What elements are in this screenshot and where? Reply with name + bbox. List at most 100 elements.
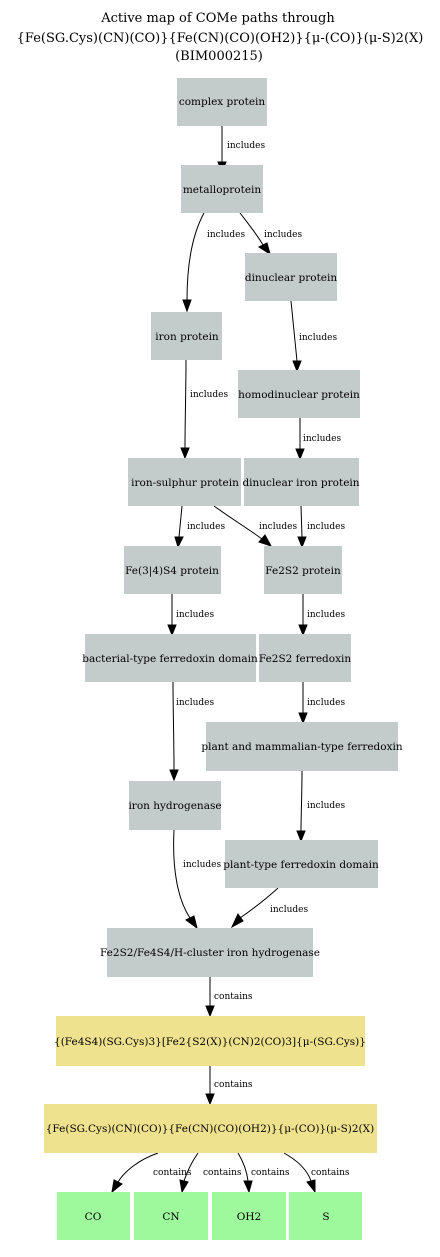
arrowhead [182, 299, 192, 313]
edge-label: contains [214, 1080, 253, 1090]
node-label: {(Fe4S4)(SG.Cys)3}[Fe2{S2(X)}(CN)2(CO)3]… [54, 1036, 366, 1048]
arrowhead [292, 360, 302, 373]
node-label: iron protein [155, 331, 219, 343]
edge-label: includes [270, 905, 308, 915]
edge-bacterial-to-ironhydrogenase [172, 681, 175, 771]
nodes: complex protein metalloprotein dinuclear… [44, 78, 403, 1240]
node-fe2s2-protein[interactable]: Fe2S2 protein [264, 546, 342, 594]
node-oh2[interactable]: OH2 [212, 1192, 286, 1240]
edge-plantmammalian-to-plantdomain [300, 770, 303, 832]
node-bacterial-ferredoxin-domain[interactable]: bacterial-type ferredoxin domain [82, 634, 258, 682]
node-cn[interactable]: CN [134, 1192, 208, 1240]
arrowhead [257, 242, 271, 256]
node-h-cluster[interactable]: {(Fe4S4)(SG.Cys)3}[Fe2{S2(X)}(CN)2(CO)3]… [54, 1016, 366, 1066]
edge-label: includes [183, 860, 221, 870]
arrowhead [306, 1179, 316, 1194]
node-dinuclear-protein[interactable]: dinuclear protein [245, 253, 338, 301]
node-box [151, 312, 222, 360]
edge-label: includes [299, 333, 337, 343]
node-box [181, 165, 263, 213]
arrowhead [297, 536, 307, 549]
arrowhead [296, 830, 306, 843]
node-label: plant-type ferredoxin domain [223, 859, 379, 871]
node-fe34s4-protein[interactable]: Fe(3|4)S4 protein [124, 546, 221, 594]
node-subcluster[interactable]: {Fe(SG.Cys)(CN)(CO)}{Fe(CN)(CO)(OH2)}{μ-… [44, 1104, 377, 1153]
edge-subcluster-to-co [117, 1152, 159, 1183]
node-box [245, 253, 337, 301]
edge-label: includes [307, 522, 345, 532]
node-iron-hydrogenase[interactable]: iron hydrogenase [128, 781, 222, 830]
node-label: bacterial-type ferredoxin domain [82, 653, 258, 665]
node-label: CO [85, 1211, 102, 1223]
node-label: Fe(3|4)S4 protein [125, 565, 219, 578]
node-iron-sulphur-protein[interactable]: iron-sulphur protein [128, 458, 241, 506]
edge-label: includes [307, 610, 345, 620]
arrowhead [298, 624, 308, 637]
node-box [129, 781, 221, 830]
node-label: Fe2S2 protein [265, 565, 341, 577]
edge-label: includes [307, 698, 345, 708]
node-box [238, 370, 360, 418]
node-plant-mammalian-ferredoxin[interactable]: plant and mammalian-type ferredoxin [201, 722, 403, 771]
node-box [107, 928, 313, 977]
node-dinuclear-iron-protein[interactable]: dinuclear iron protein [242, 458, 360, 506]
node-label: {Fe(SG.Cys)(CN)(CO)}{Fe(CN)(CO)(OH2)}{μ-… [46, 1123, 374, 1135]
title-line-2: {Fe(SG.Cys)(CN)(CO)}{Fe(CN)(CO)(OH2)}{μ-… [17, 31, 424, 46]
node-homodinuclear-protein[interactable]: homodinuclear protein [238, 370, 360, 418]
node-box [44, 1104, 377, 1153]
node-label: OH2 [237, 1211, 261, 1223]
edge-label: includes [307, 801, 345, 811]
node-fe2s2-ferredoxin[interactable]: Fe2S2 ferredoxin [259, 634, 351, 682]
node-box [289, 1192, 362, 1240]
edge-metallo-to-iron [186, 212, 205, 301]
node-iron-protein[interactable]: iron protein [151, 312, 222, 360]
node-label: plant and mammalian-type ferredoxin [201, 741, 403, 753]
node-label: Fe2S2 ferredoxin [259, 653, 351, 665]
node-label: metalloprotein [183, 184, 262, 196]
node-box [128, 458, 241, 506]
node-box [206, 722, 398, 771]
arrowhead [258, 534, 273, 547]
node-label: S [322, 1211, 329, 1223]
arrowhead [295, 448, 305, 461]
arrowhead [205, 1005, 215, 1018]
title-line-1: Active map of COMe paths through [100, 11, 335, 26]
edge-plantdomain-to-hcluster [239, 887, 279, 919]
node-box [57, 1192, 130, 1240]
edge-ironhydrogenase-to-hcluster [173, 829, 191, 919]
arrowhead [167, 624, 177, 637]
node-box [134, 1192, 208, 1240]
edge-label: includes [227, 141, 265, 151]
arrowhead [298, 712, 308, 725]
node-label: iron hydrogenase [128, 800, 221, 812]
node-h-cluster-hydrogenase[interactable]: Fe2S2/Fe4S4/H-cluster iron hydrogenase [100, 928, 320, 977]
node-label: dinuclear protein [245, 272, 338, 284]
node-box [225, 840, 378, 888]
node-metalloprotein[interactable]: metalloprotein [181, 165, 263, 213]
node-label: iron-sulphur protein [131, 477, 239, 489]
edge-label: includes [264, 230, 302, 240]
edge-label: contains [153, 1168, 192, 1178]
edge-label: includes [303, 434, 341, 444]
node-box [124, 546, 221, 594]
node-plant-ferredoxin-domain[interactable]: plant-type ferredoxin domain [223, 840, 379, 888]
arrowhead [179, 1179, 189, 1194]
arrowhead [174, 536, 184, 549]
node-box [212, 1192, 286, 1240]
node-s[interactable]: S [289, 1192, 362, 1240]
node-label: dinuclear iron protein [242, 477, 359, 489]
node-co[interactable]: CO [57, 1192, 130, 1240]
title-line-3: (BIM000215) [175, 49, 263, 64]
edge-dinuclear-to-homodinuclear [290, 300, 298, 362]
edge-ironsulphur-to-fe2s2 [213, 505, 263, 540]
edge-ironsulphur-to-fe34s4 [178, 505, 183, 538]
node-box [56, 1016, 365, 1066]
node-complex-protein[interactable]: complex protein [177, 78, 267, 126]
edge-subcluster-to-oh2 [237, 1152, 249, 1182]
node-box [244, 458, 359, 506]
arrowhead [185, 915, 198, 930]
arrowhead [111, 1179, 123, 1194]
node-label: homodinuclear protein [238, 389, 360, 401]
edge-label: includes [190, 390, 228, 400]
